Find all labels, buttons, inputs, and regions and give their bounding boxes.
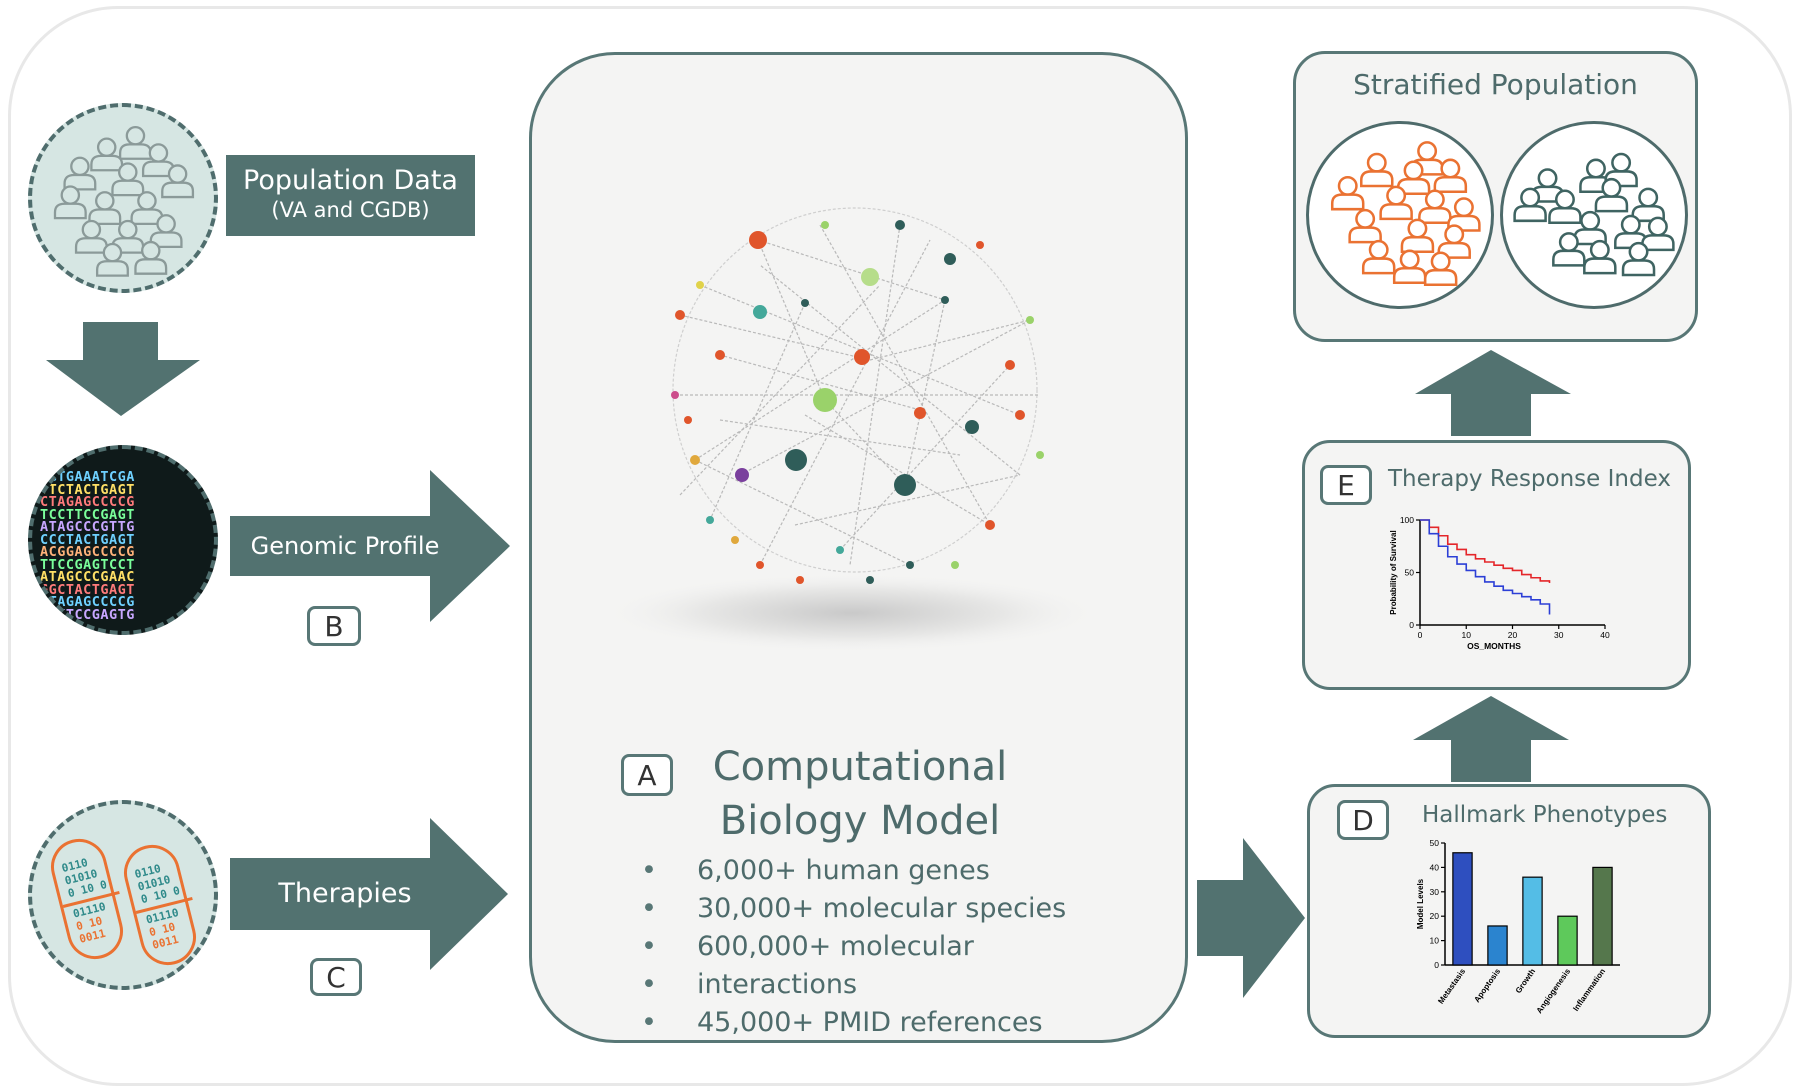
genomic-arrow xyxy=(230,470,510,622)
x-tick-label: 40 xyxy=(1600,630,1610,640)
bullet-genes: 6,000+ human genes xyxy=(625,852,1185,890)
badge-d: D xyxy=(1337,800,1389,840)
population-circle xyxy=(28,103,218,293)
model-title-line2: Biology Model xyxy=(719,798,1001,844)
x-axis-label: OS_MONTHS xyxy=(1467,641,1521,651)
teal-group-circle xyxy=(1500,121,1688,309)
x-tick-label: 0 xyxy=(1418,630,1423,640)
category-label: Apoptosis xyxy=(1472,967,1502,1005)
model-bullets: 6,000+ human genes 30,000+ molecular spe… xyxy=(625,852,1185,1042)
population-data-box: Population Data (VA and CGDB) xyxy=(226,155,475,236)
bullet-interactions: 600,000+ molecular xyxy=(625,928,1185,966)
therapies-arrow xyxy=(230,818,508,970)
x-tick-label: 30 xyxy=(1554,630,1564,640)
badge-b: B xyxy=(307,606,361,646)
model-title: Computational Biology Model xyxy=(680,740,1040,848)
bullet-interactions-cont: interactions xyxy=(625,966,1185,1004)
red-survival-curve xyxy=(1420,519,1551,583)
down-arrow xyxy=(46,322,200,416)
category-label: Growth xyxy=(1514,967,1537,995)
y-tick-label: 0 xyxy=(1409,620,1414,630)
bullet-species: 30,000+ molecular species xyxy=(625,890,1185,928)
y-tick-label: 40 xyxy=(1430,862,1440,872)
badge-a: A xyxy=(621,754,673,796)
bullet-pmid: 45,000+ PMID references xyxy=(625,1004,1185,1042)
genomic-circle: CGTGAAATCGA TTCTACTGAGT CTAGAGCCCCG TCCT… xyxy=(28,445,218,635)
y-axis-label: Model Levels xyxy=(1416,878,1425,929)
badge-e: E xyxy=(1320,465,1372,505)
y-tick-label: 50 xyxy=(1430,838,1440,848)
bar-apoptosis xyxy=(1487,925,1508,966)
category-label: Metastasis xyxy=(1436,967,1467,1006)
bar-angiogenesis xyxy=(1557,915,1578,966)
y-tick-label: 0 xyxy=(1434,960,1439,970)
hallmark-title: Hallmark Phenotypes xyxy=(1422,802,1668,828)
genomic-label: Genomic Profile xyxy=(250,532,440,560)
y-axis-label: Probability of Survival xyxy=(1389,530,1398,614)
bar-metastasis xyxy=(1452,852,1473,966)
orange-group-circle xyxy=(1306,121,1494,309)
category-label: Angiogenesis xyxy=(1535,967,1573,1016)
up-arrow-top xyxy=(1415,350,1571,436)
y-tick-label: 20 xyxy=(1430,911,1440,921)
y-tick-label: 100 xyxy=(1400,515,1414,525)
x-tick-label: 20 xyxy=(1508,630,1518,640)
model-title-line1: Computational xyxy=(712,744,1008,790)
network-sphere xyxy=(600,207,1104,653)
bar-growth xyxy=(1522,876,1543,966)
y-tick-label: 50 xyxy=(1405,568,1415,578)
population-title: Population Data xyxy=(243,165,458,196)
bar-inflammation xyxy=(1592,866,1613,966)
badge-c: C xyxy=(310,958,362,996)
pill-icon: 0110 01010 0 10 0 01110 0 10 0011 xyxy=(118,839,202,971)
stratified-title: Stratified Population xyxy=(1353,68,1638,101)
therapy-response-title: Therapy Response Index xyxy=(1388,466,1671,492)
people-orange-icon xyxy=(1330,141,1481,286)
blue-survival-curve xyxy=(1420,519,1551,615)
therapies-circle: 0110 01010 0 10 0 01110 0 10 0011 0110 0… xyxy=(28,800,218,990)
therapies-label: Therapies xyxy=(278,878,412,909)
people-teal-icon xyxy=(1513,152,1675,277)
population-subtitle: (VA and CGDB) xyxy=(271,198,430,222)
up-arrow-middle xyxy=(1413,696,1569,782)
pill-icon: 0110 01010 0 10 0 01110 0 10 0011 xyxy=(45,833,129,965)
model-to-hallmark-arrow xyxy=(1197,838,1305,998)
people-group-icon xyxy=(53,125,195,277)
category-label: Inflammation xyxy=(1571,967,1607,1013)
y-tick-label: 10 xyxy=(1430,936,1440,946)
x-tick-label: 10 xyxy=(1462,630,1472,640)
dna-sequence-image: CGTGAAATCGA TTCTACTGAGT CTAGAGCCCCG TCCT… xyxy=(40,469,135,623)
y-tick-label: 30 xyxy=(1430,887,1440,897)
